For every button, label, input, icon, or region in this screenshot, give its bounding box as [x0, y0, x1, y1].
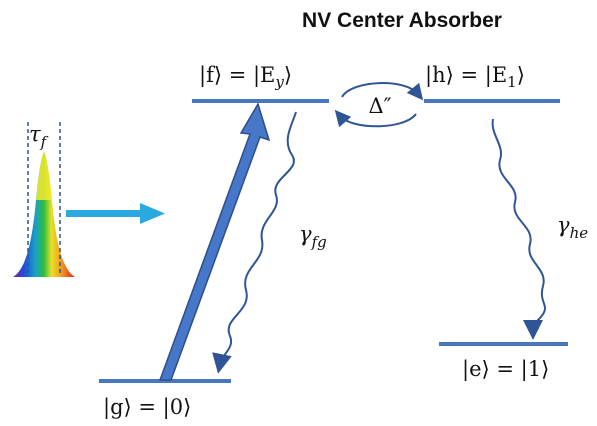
pulse-width-label: τf	[29, 122, 49, 151]
level-f-label: |f⟩ = |Ey⟩	[199, 63, 292, 91]
diagram-title: NV Center Absorber	[302, 9, 502, 32]
coupling-lower-arrow	[334, 109, 417, 128]
decay-fg-wavy-arrow	[212, 111, 297, 374]
absorption-arrow	[158, 102, 271, 381]
level-e-label: |e⟩ = |1⟩	[462, 357, 549, 382]
decay-he-label: γhe	[557, 213, 588, 242]
coupling-upper-arrow	[341, 82, 424, 101]
level-g-label: |g⟩ = |0⟩	[103, 395, 191, 420]
decay-fg-label: γfg	[299, 222, 327, 251]
incident-arrow	[66, 203, 165, 224]
light-pulse	[13, 122, 75, 277]
level-h-label: |h⟩ = |E1⟩	[425, 63, 525, 91]
coupling-label: Δ″	[368, 94, 391, 118]
decay-he-wavy-arrow	[491, 118, 546, 340]
